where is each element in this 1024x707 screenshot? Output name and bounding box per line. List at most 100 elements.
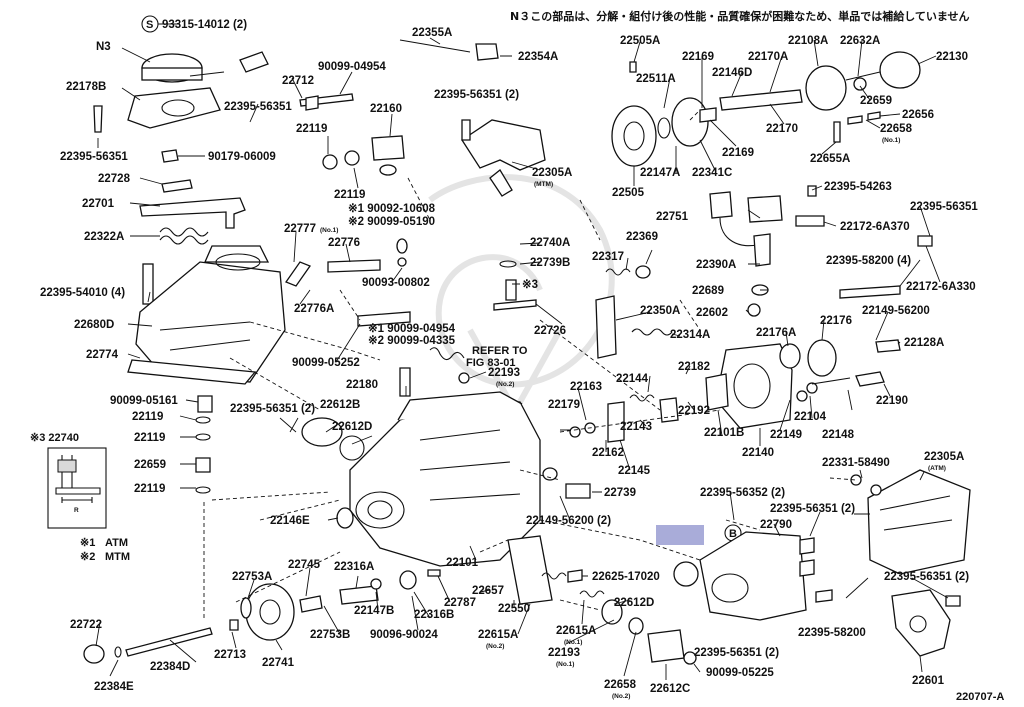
part-label: 22160 [370, 103, 402, 115]
part-label: 22190 [876, 395, 908, 407]
part-label: 22395-56351 (2) [434, 89, 519, 101]
part-label: ※1 90092-10608 [348, 202, 436, 215]
part-label: 22354A [518, 51, 558, 63]
part-label: 22305A [924, 451, 964, 463]
part-label: 22172-6A370 [840, 221, 910, 233]
part-label: 22739 [604, 487, 636, 499]
part-label: 22163 [570, 381, 602, 393]
part-label: 22149 [770, 429, 802, 441]
part-label: 90099-05161 [110, 395, 178, 407]
part-label: 22149-56200 [862, 305, 930, 317]
part-label: 22741 [262, 657, 295, 669]
part-label: 22350A [640, 305, 680, 317]
legend-mark2-label: MTM [105, 551, 130, 563]
part-label: 90093-00802 [362, 277, 430, 289]
part-label: 22147A [640, 167, 680, 179]
inset-title: ※3 22740 [30, 432, 79, 444]
part-label: 22341C [692, 167, 732, 179]
part-label: 22147B [354, 605, 394, 617]
part-label: 22753B [310, 629, 350, 641]
part-label: 22149-56200 (2) [526, 515, 611, 527]
part-label-sub: (MTM) [534, 181, 553, 188]
refer-line1: REFER TO [472, 345, 528, 357]
part-label: 22790 [760, 519, 792, 531]
part-label: 90096-90024 [370, 629, 438, 641]
part-label: 22602 [696, 307, 728, 319]
part-label: 22176 [820, 315, 852, 327]
part-label: ※2 90099-04335 [368, 334, 456, 347]
part-label: 90099-05252 [292, 357, 360, 369]
part-label: 22625-17020 [592, 571, 660, 583]
part-label: 22612D [332, 421, 372, 433]
part-label: 22390A [696, 259, 736, 271]
part-label: 22192 [678, 405, 710, 417]
part-label: 22505A [620, 35, 660, 47]
part-label: 22776 [328, 237, 360, 249]
part-label: 22657 [472, 585, 504, 597]
part-label: 22180 [346, 379, 378, 391]
part-label: 22395-56351 (2) [694, 647, 779, 659]
part-label: 22680D [74, 319, 114, 331]
part-label: 22316B [414, 609, 454, 621]
part-label: 22169 [682, 51, 714, 63]
part-label: 22701 [82, 198, 115, 210]
part-label: 22146D [712, 67, 752, 79]
part-label: 22101 [446, 557, 479, 569]
legend-mark2: ※2 [80, 551, 95, 563]
part-label: ※3 [522, 278, 538, 291]
part-label: 22305A [532, 167, 572, 179]
part-label: 22145 [618, 465, 651, 477]
part-label: ※2 90099-05190 [348, 215, 435, 228]
part-label: 22314A [670, 329, 710, 341]
part-label: 22144 [616, 373, 649, 385]
part-label: 22511A [636, 73, 676, 85]
part-label: 22689 [692, 285, 724, 297]
part-label-sub: (ATM) [928, 465, 946, 472]
part-label-sub: (No.1) [882, 137, 900, 144]
part-label: 22395-56351 (2) [230, 403, 315, 415]
part-label: 22612D [614, 597, 654, 609]
part-labels: 93315-14012 (2) N3 22178B 22395-56351 90… [40, 19, 978, 700]
part-label: 22317 [592, 251, 624, 263]
part-label: 22128A [904, 337, 944, 349]
part-label: 22777 [284, 223, 316, 235]
legend-mark1-label: ATM [105, 537, 128, 549]
part-label: 22739B [530, 257, 570, 269]
part-label: 22172-6A330 [906, 281, 976, 293]
part-label: 22176A [756, 327, 796, 339]
part-label: 22395-56351 (2) [884, 571, 969, 583]
part-label-sub: (No.2) [486, 643, 504, 650]
part-label: 22712 [282, 75, 314, 87]
legend-mark1: ※1 [80, 537, 95, 549]
part-label: 22395-56351 [60, 151, 128, 163]
part-label: 22179 [548, 399, 580, 411]
part-label: 90099-04954 [318, 61, 386, 73]
part-label: 22119 [334, 189, 365, 201]
part-label: 22170 [766, 123, 798, 135]
part-label: 22659 [860, 95, 892, 107]
part-label: 22384E [94, 681, 134, 693]
part-label: 22182 [678, 361, 710, 373]
part-label: 22395-58200 (4) [826, 255, 911, 267]
figure-code: 220707-A [956, 691, 1004, 703]
part-label: 22740A [530, 237, 570, 249]
part-label: 22316A [334, 561, 374, 573]
part-label: 22140 [742, 447, 774, 459]
highlight-box[interactable] [656, 525, 704, 545]
part-label: 22726 [534, 325, 566, 337]
part-label: 22728 [98, 173, 131, 185]
part-label: 22713 [214, 649, 246, 661]
part-label: 22384D [150, 661, 190, 673]
part-label: 22143 [620, 421, 652, 433]
part-label-sub: (No.2) [496, 381, 514, 388]
assembly-lines [203, 109, 857, 620]
part-label: 22753A [232, 571, 272, 583]
part-label: 22751 [656, 211, 689, 223]
part-label: 22395-54010 (4) [40, 287, 125, 299]
refer-line2: FIG 83-01 [466, 357, 516, 369]
part-label: 22331-58490 [822, 457, 890, 469]
part-label: 22655A [810, 153, 850, 165]
part-label: 22656 [902, 109, 934, 121]
part-label: 22550 [498, 603, 530, 615]
